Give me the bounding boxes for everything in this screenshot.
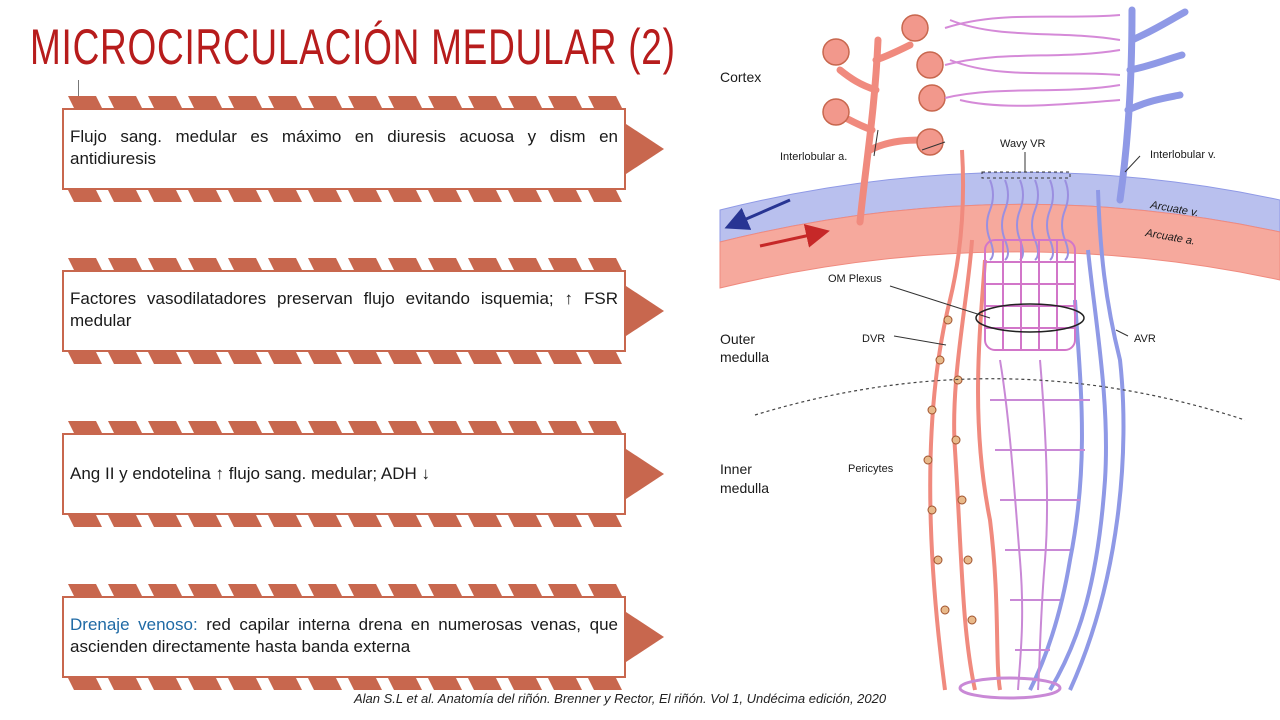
flow-arrow-blue [724, 198, 791, 230]
callout-2-text: Factores vasodilatadores preservan flujo… [70, 289, 618, 330]
label-cortex: Cortex [720, 69, 761, 85]
cortical-capillaries [944, 14, 1121, 107]
citation: Alan S.L et al. Anatomía del riñón. Bren… [354, 691, 887, 706]
label-pericytes: Pericytes [848, 463, 894, 475]
om-plexus-mesh [984, 239, 1076, 351]
callout-stripe-bottom [62, 515, 622, 527]
callout-text-box: Flujo sang. medular es máximo en diuresi… [62, 108, 626, 190]
medulla-boundary [754, 378, 1246, 421]
flow-arrow-red [759, 224, 830, 248]
callout-1-text: Flujo sang. medular es máximo en diuresi… [70, 127, 618, 168]
medullary-circulation-diagram: Cortex Interlobular a. Wavy VR Interlobu… [719, 6, 1280, 700]
callout-stripe-top [62, 421, 622, 433]
callout-text-box: Drenaje venoso: red capilar interna dren… [62, 596, 626, 678]
callout-stripe-bottom [62, 352, 622, 364]
callout-stripe-bottom [62, 190, 622, 202]
label-outer-medulla-2: medulla [720, 349, 769, 365]
label-interlobular-vein: Interlobular v. [1150, 149, 1216, 161]
label-dvr: DVR [862, 333, 885, 345]
callout-1: Flujo sang. medular es máximo en diuresi… [62, 96, 664, 204]
callout-4-highlight: Drenaje venoso: [70, 615, 198, 634]
interlobular-vein [1116, 6, 1189, 204]
callout-2: Factores vasodilatadores preservan flujo… [62, 258, 664, 366]
label-om-plexus: OM Plexus [828, 273, 882, 285]
callout-stripe-top [62, 96, 622, 108]
glomeruli [822, 14, 946, 156]
callout-text-box: Factores vasodilatadores preservan flujo… [62, 270, 626, 352]
chevron-right-icon [626, 286, 664, 336]
papilla-tip [958, 676, 1062, 700]
pericyte-markers [923, 315, 977, 625]
label-interlobular-artery: Interlobular a. [780, 151, 847, 163]
callout-stripe-bottom [62, 678, 622, 690]
chevron-right-icon [626, 612, 664, 662]
callout-stripe-top [62, 258, 622, 270]
chevron-right-icon [626, 449, 664, 499]
label-outer-medulla-1: Outer [720, 331, 755, 347]
label-wavy-vr: Wavy VR [1000, 138, 1045, 150]
label-inner-medulla-1: Inner [720, 461, 752, 477]
inner-medulla-network [990, 359, 1090, 691]
chevron-right-icon [626, 124, 664, 174]
title-divider [78, 80, 79, 96]
callout-text-box: Ang II y endotelina ↑ flujo sang. medula… [62, 433, 626, 515]
slide-title: MICROCIRCULACIÓN MEDULAR (2) [30, 19, 676, 75]
label-avr: AVR [1134, 333, 1156, 345]
label-pointer-lines [873, 129, 1141, 346]
om-plexus-ellipse [975, 303, 1085, 333]
callout-stripe-top [62, 584, 622, 596]
label-inner-medulla-2: medulla [720, 480, 769, 496]
callout-4: Drenaje venoso: red capilar interna dren… [62, 584, 664, 692]
ascending-vasa-recta [1028, 189, 1126, 692]
wavy-vr-bracket [981, 171, 1071, 179]
callout-3: Ang II y endotelina ↑ flujo sang. medula… [62, 421, 664, 529]
callout-4-text: red capilar interna drena en numerosas v… [70, 615, 618, 656]
callout-3-text: Ang II y endotelina ↑ flujo sang. medula… [70, 464, 431, 483]
